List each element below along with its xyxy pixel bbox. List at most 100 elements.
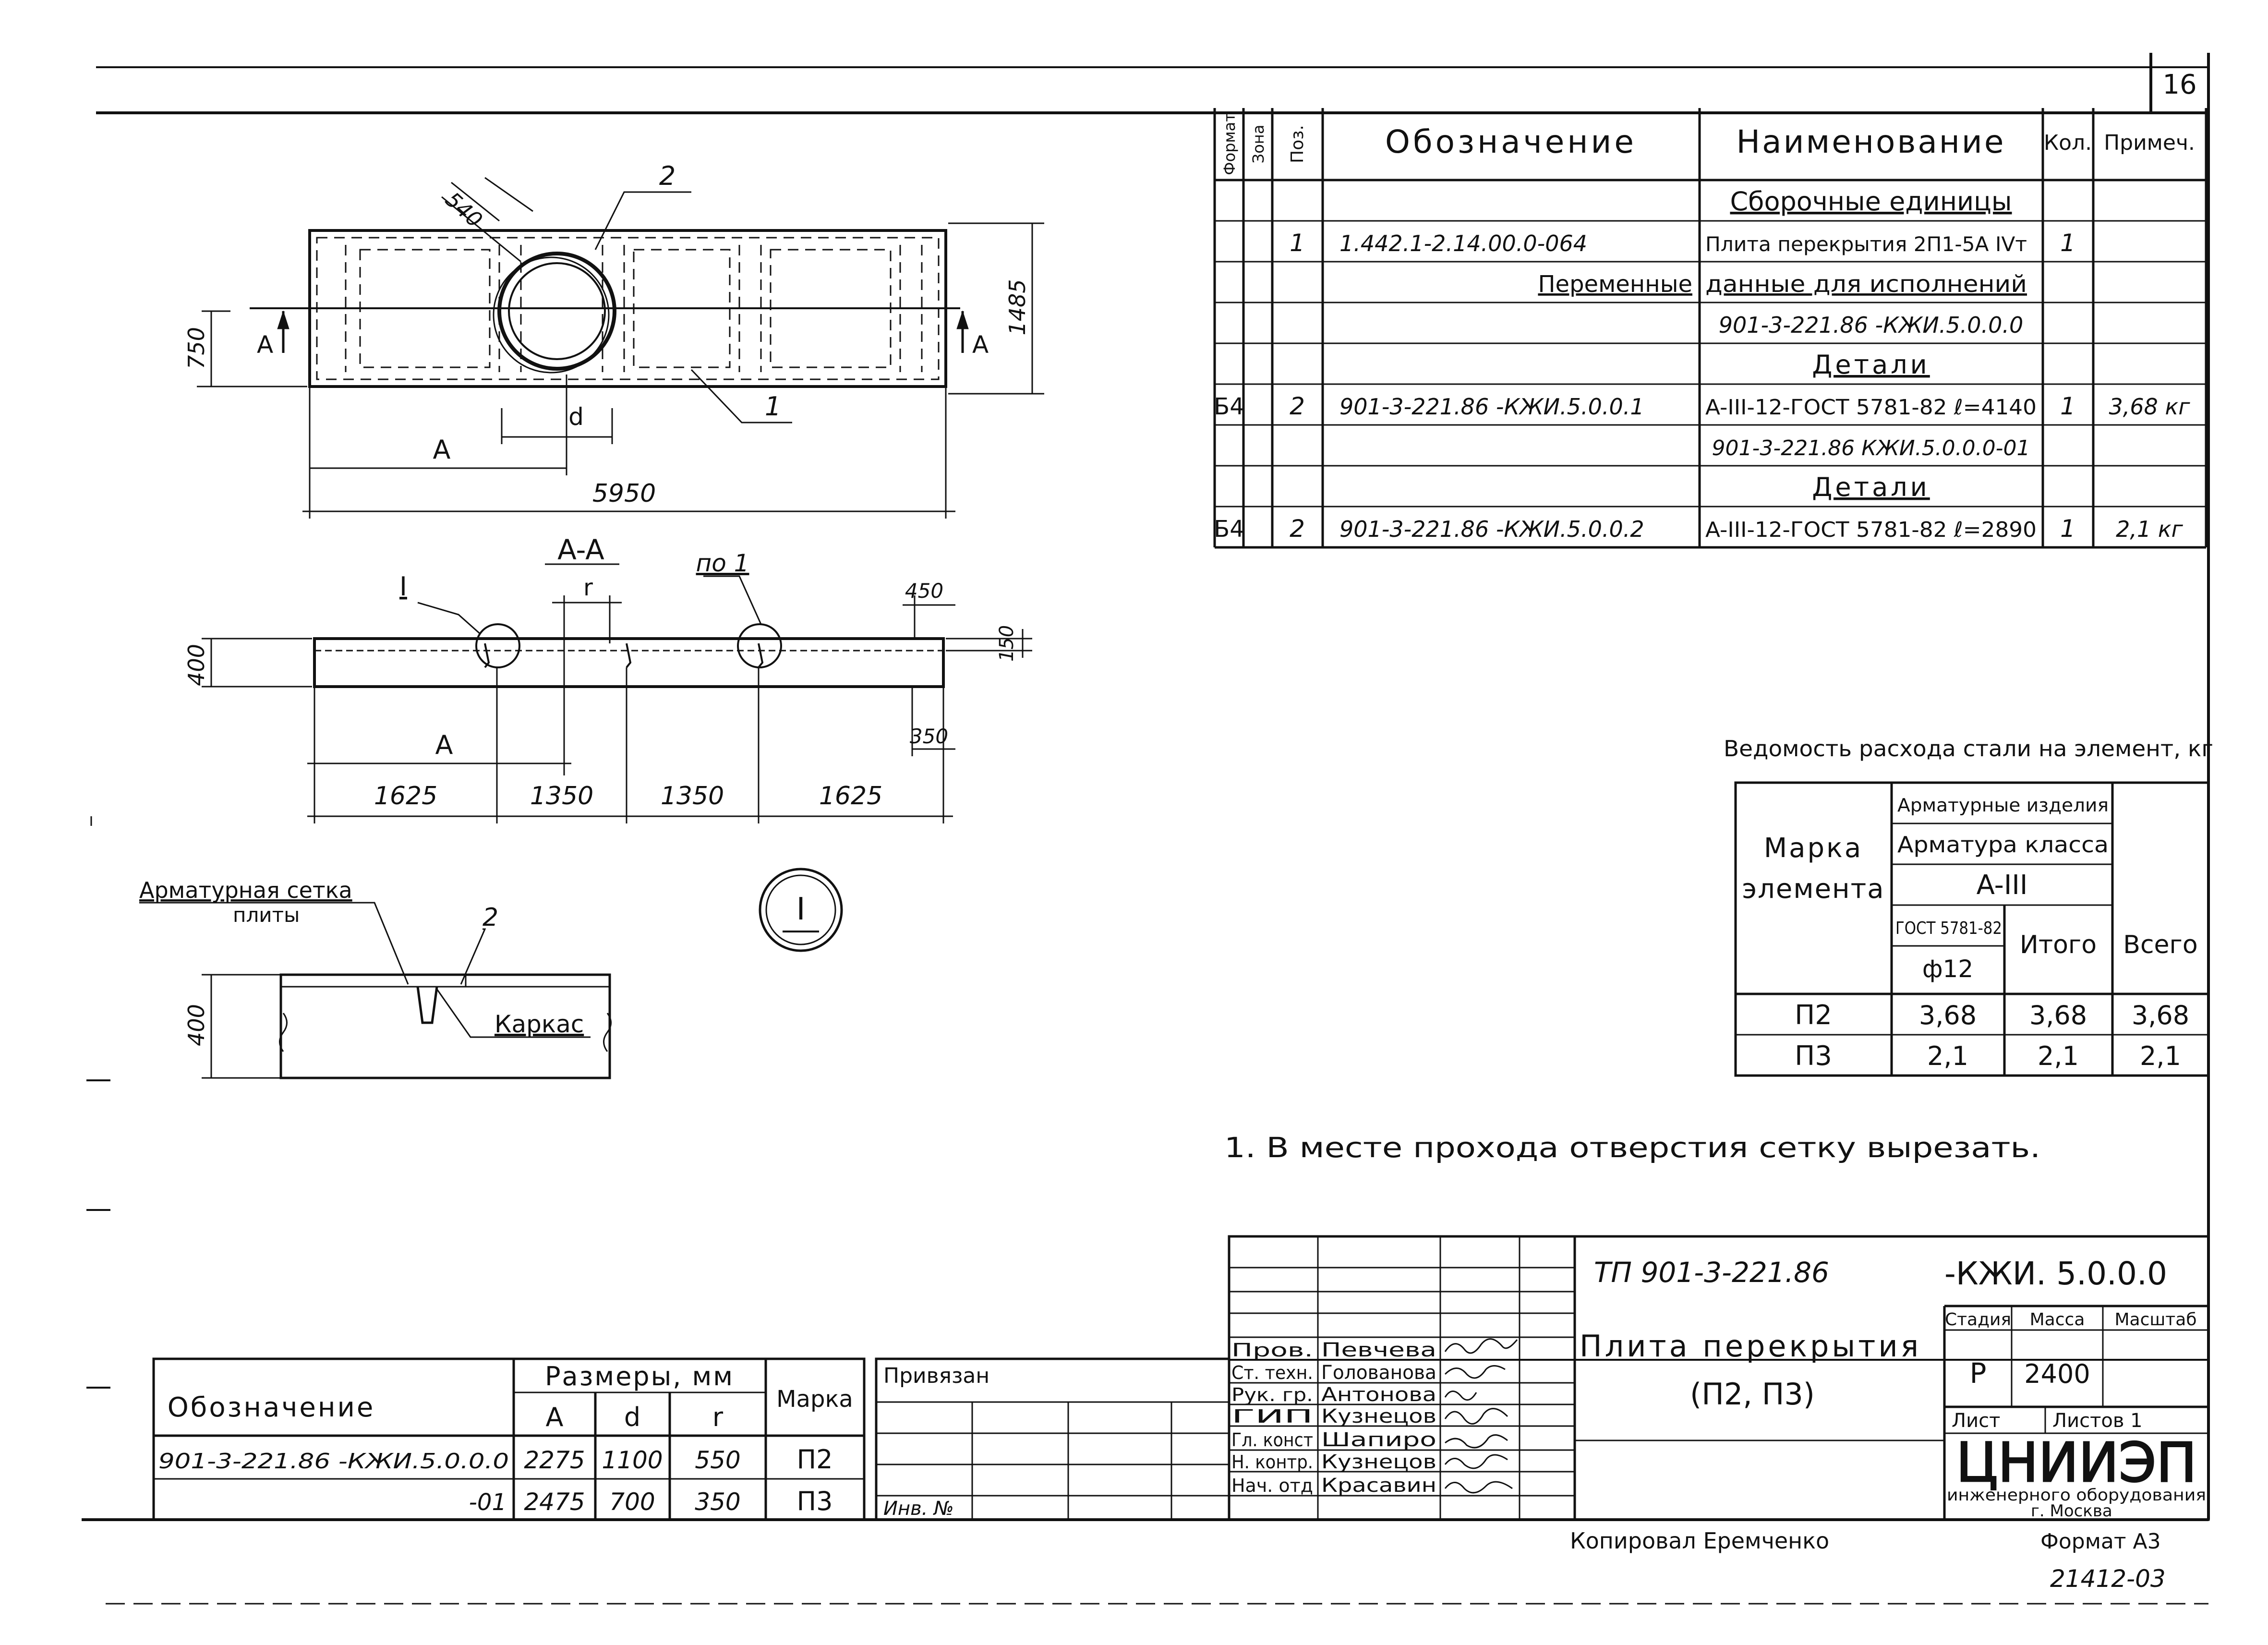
- staff-name: Шапиро: [1321, 1429, 1436, 1451]
- spec-row-name: A-III-12-ГОСТ 5781-82 ℓ=2890: [1705, 518, 2037, 542]
- spec-row-note: 2,1 кг: [2116, 516, 2184, 542]
- binding-privyazan: Привязан: [883, 1364, 989, 1388]
- archive-number: 21412-03: [2050, 1565, 2166, 1593]
- staff-role: Гл. конст: [1231, 1429, 1313, 1451]
- dim-a: A: [435, 730, 453, 760]
- mass-header: Масса: [2030, 1310, 2085, 1330]
- spec-row-designation: 1.442.1-2.14.00.0-064: [1339, 230, 1587, 256]
- copied-by: Копировал Еремченко: [1570, 1528, 1829, 1554]
- steel-table-rows: П2 3,68 3,68 3,68 П3 2,1 2,1 2,1: [1795, 1000, 2189, 1072]
- steel-row-vsego: 3,68: [2132, 1000, 2189, 1030]
- dim-1625-right: 1625: [819, 782, 882, 810]
- dim-5950: 5950: [592, 479, 656, 508]
- spec-row-format: Б4: [1214, 516, 1244, 543]
- spec-header: Формат Зона Поз. Обозначение Наименовани…: [1220, 113, 2195, 175]
- detail-node: [139, 868, 843, 1079]
- variants-head-r: r: [712, 1402, 724, 1432]
- dim-150: 150: [996, 625, 1018, 662]
- variants-head-mark: Марка: [776, 1386, 853, 1413]
- dim-a: A: [433, 435, 451, 465]
- dim-450: 450: [905, 579, 943, 603]
- steel-head-gost: ГОСТ 5781-82: [1895, 919, 2002, 938]
- steel-head-dia: ф12: [1922, 955, 1973, 983]
- sheets-header: Листов 1: [2052, 1410, 2143, 1432]
- doc-code-1: ТП 901-3-221.86: [1594, 1256, 1829, 1289]
- staff-signatures: [1444, 1338, 1518, 1494]
- staff-name: Антонова: [1321, 1384, 1436, 1406]
- staff-name: Кузнецов: [1321, 1451, 1436, 1473]
- variants-head: Обозначение Размеры, мм A d r Марка: [168, 1361, 853, 1432]
- spec-header-designation: Обозначение: [1385, 123, 1637, 160]
- variants-table: [152, 1357, 866, 1521]
- spec-section-title: Детали: [1812, 350, 1930, 380]
- variant-a: 2275: [524, 1446, 585, 1474]
- org-city: г. Москва: [2031, 1501, 2112, 1521]
- spec-row-variant-code: 901-3-221.86 КЖИ.5.0.0.0-01: [1712, 436, 2030, 460]
- spec-row-variant-code: 901-3-221.86 -КЖИ.5.0.0.0: [1719, 312, 2024, 338]
- spec-header-note: Примеч.: [2104, 131, 2195, 155]
- spec-row-name: Плита перекрытия 2П1-5А IVт: [1705, 232, 2027, 256]
- variants-head-sizes: Размеры, мм: [545, 1361, 734, 1391]
- spec-rows: Сборочные единицы 1 1.442.1-2.14.00.0-06…: [1214, 186, 2190, 543]
- variants-head-a: A: [546, 1402, 564, 1432]
- variant-mark: П3: [797, 1486, 833, 1516]
- spec-row-qty: 1: [2060, 229, 2075, 257]
- variant-a: 2475: [524, 1488, 585, 1516]
- spec-header-name: Наименование: [1737, 123, 2006, 160]
- binding-inv-no: Инв. №: [883, 1498, 954, 1520]
- steel-head-rebar-class: Арматура класса: [1897, 832, 2109, 858]
- org-name: ЦНИИЭП: [1956, 1432, 2196, 1494]
- steel-row-mark: П2: [1795, 1000, 1832, 1031]
- steel-table: [1734, 781, 2210, 1077]
- spec-row-name: A-III-12-ГОСТ 5781-82 ℓ=4140: [1705, 395, 2037, 420]
- steel-head-items: Арматурные изделия: [1897, 795, 2109, 816]
- dim-1485: 1485: [1004, 279, 1030, 335]
- staff-role: Ст. техн.: [1231, 1362, 1313, 1383]
- variant-r: 550: [695, 1446, 740, 1474]
- variant-mark: П2: [797, 1444, 833, 1475]
- spec-row-designation: 901-3-221.86 -КЖИ.5.0.0.1: [1339, 394, 1644, 420]
- title-block-texts: ТП 901-3-221.86 -КЖИ. 5.0.0.0 Плита пере…: [1580, 1255, 2206, 1521]
- steel-row-value: 2,1: [1927, 1041, 1968, 1071]
- variant-designation: 901-3-221.86 -КЖИ.5.0.0.0: [158, 1449, 509, 1474]
- staff-name: Голованова: [1321, 1362, 1436, 1384]
- staff-role: Рук. гр.: [1231, 1384, 1313, 1405]
- variants-rows: 901-3-221.86 -КЖИ.5.0.0.0 2275 1100 550 …: [158, 1444, 832, 1516]
- variant-d: 700: [609, 1488, 655, 1516]
- spec-row-pos: 1: [1290, 229, 1305, 257]
- dim-d: d: [568, 403, 584, 431]
- steel-table-head: Марка элемента Арматурные изделия Армату…: [1742, 795, 2197, 983]
- doc-code-2: -КЖИ. 5.0.0.0: [1944, 1255, 2167, 1292]
- general-note: 1. В месте прохода отверстия сетку вырез…: [1224, 1131, 2040, 1164]
- dim-r: r: [583, 574, 593, 601]
- spec-row-pos: 2: [1290, 392, 1305, 420]
- spec-row-qty: 1: [2060, 392, 2075, 420]
- callout-1: 1: [765, 391, 781, 422]
- steel-row-vsego: 2,1: [2140, 1041, 2181, 1071]
- po-1-label: по 1: [696, 549, 749, 577]
- spec-row-qty: 1: [2060, 515, 2075, 543]
- staff-rows: Пров. Певчева Ст. техн. Голованова Рук. …: [1231, 1339, 1436, 1497]
- stage-value: Р: [1970, 1357, 1987, 1390]
- spec-table: [1213, 108, 2208, 549]
- spec-row-variable-data: данные для исполнений: [1705, 271, 2027, 298]
- variant-d: 1100: [602, 1446, 663, 1474]
- dim-400: 400: [183, 644, 209, 686]
- spec-section-title: Сборочные единицы: [1730, 186, 2012, 217]
- dim-1625-left: 1625: [374, 782, 437, 810]
- staff-role: Нач. отд: [1231, 1475, 1313, 1496]
- spec-section-title: Детали: [1812, 472, 1930, 502]
- staff-name: Кузнецов: [1321, 1405, 1436, 1427]
- spec-header-format: Формат: [1220, 113, 1239, 175]
- variant-r: 350: [695, 1488, 740, 1516]
- steel-table-title: Ведомость расхода стали на элемент, кг: [1724, 736, 2213, 762]
- spec-row-designation: 901-3-221.86 -КЖИ.5.0.0.2: [1339, 516, 1644, 542]
- callout-2: 2: [659, 161, 676, 191]
- spec-header-zone: Зона: [1249, 125, 1267, 164]
- doc-title-1: Плита перекрытия: [1580, 1329, 1921, 1364]
- steel-head-class: A-III: [1977, 870, 2028, 901]
- title-block: [1228, 1235, 2210, 1521]
- frame-label: Каркас: [495, 1010, 584, 1038]
- dim-400: 400: [183, 1004, 209, 1046]
